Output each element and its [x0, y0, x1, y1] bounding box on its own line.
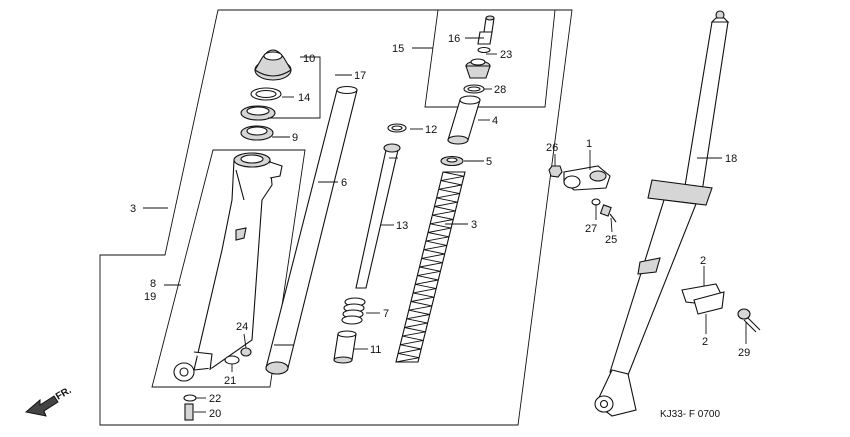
air-valve — [477, 15, 495, 45]
callout-30: 29 — [738, 347, 750, 359]
callout-2-lower: 2 — [702, 336, 708, 348]
callout-6: 5 — [486, 156, 492, 168]
callout-5: 4 — [492, 115, 498, 127]
o-ring — [463, 84, 485, 94]
callout-10: 9 — [292, 132, 298, 144]
callout-3: 3 — [130, 203, 136, 215]
callout-14: 13 — [396, 220, 408, 232]
fork-bolt-boundary — [424, 9, 556, 108]
slider-boundary — [151, 149, 306, 388]
socket-bolt-washer — [183, 394, 197, 402]
callout-22: 21 — [224, 375, 236, 387]
direction-label: FR. — [54, 385, 74, 403]
callout-12: 11 — [370, 344, 381, 356]
oil-seal-cap — [254, 49, 292, 81]
callout-28: 27 — [585, 223, 597, 235]
callout-16: 15 — [392, 43, 404, 55]
oil-lock-piece — [333, 330, 357, 364]
drain-bolt — [240, 347, 252, 357]
callout-4: 3 — [471, 219, 477, 231]
callout-15: 14 — [298, 92, 310, 104]
callout-20: 19 — [144, 291, 156, 303]
fork-pipe — [265, 85, 358, 375]
bracket-bolt — [737, 308, 761, 333]
caliper-bracket — [681, 283, 725, 315]
fork-spacer — [447, 95, 481, 145]
callout-8: 7 — [383, 308, 389, 320]
clip-ring — [250, 87, 282, 101]
assembly-boundary — [99, 9, 573, 426]
backup-ring — [240, 125, 274, 141]
callout-23: 22 — [209, 393, 221, 405]
oil-seal-upper — [240, 105, 276, 121]
callout-18: 17 — [354, 70, 366, 82]
callout-1: 1 — [586, 138, 592, 150]
callout-13: 12 — [425, 124, 437, 136]
damper-rod — [355, 143, 401, 289]
callout-19: 18 — [725, 153, 737, 165]
callout-25: 24 — [236, 321, 248, 333]
clamp-nut — [548, 165, 563, 178]
callout-29: 28 — [494, 84, 506, 96]
callout-9: 8 — [150, 278, 156, 290]
callout-17: 16 — [448, 33, 460, 45]
callout-11: 10 — [303, 53, 315, 65]
fork-clamp — [563, 165, 611, 191]
front-direction-arrow: FR. — [24, 385, 74, 417]
sealing-washer — [224, 355, 240, 365]
socket-bolt — [184, 403, 194, 421]
callout-26: 25 — [605, 234, 617, 246]
callout-7: 6 — [341, 177, 347, 189]
rebound-spring — [341, 297, 366, 325]
piston-ring — [387, 123, 407, 133]
callout-2-top: 2 — [700, 255, 706, 267]
fork-slider — [173, 152, 283, 382]
clamp-bolt — [599, 204, 617, 223]
diagram-code: KJ33- F 0700 — [660, 409, 720, 420]
callout-labels: 3 10 14 9 17 6 8 19 12 13 7 11 15 16 23 … — [130, 33, 750, 420]
callout-24: 23 — [500, 49, 512, 61]
right-fork-assembly — [594, 10, 730, 417]
leader-lines — [143, 37, 747, 413]
spring-washer — [440, 155, 464, 167]
fork-bolt — [465, 46, 491, 79]
callout-21: 20 — [209, 408, 221, 420]
callout-27: 26 — [546, 142, 558, 154]
fork-spring — [395, 171, 466, 363]
